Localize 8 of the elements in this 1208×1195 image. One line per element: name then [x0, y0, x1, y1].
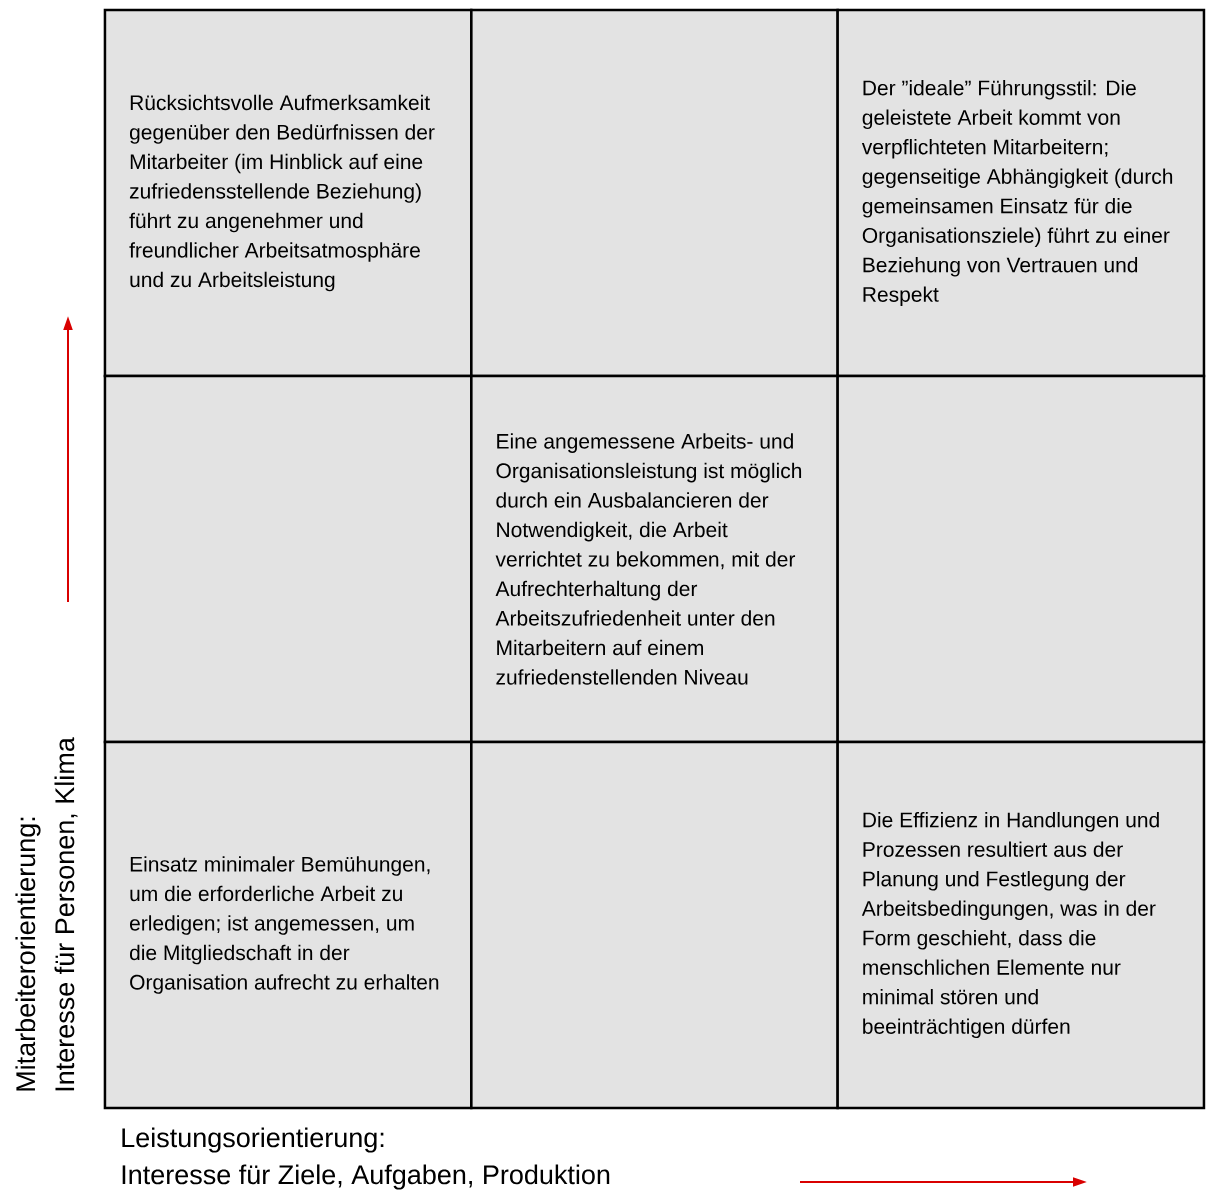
- text-cell: Rücksichtsvolle Aufmerksamkeit gegenüber den Bedürfnissen der Mitarbeiter (im Hinblick auf eine zufriedensstellende Beziehung) führt zu angenehmer und freundlicher Arbeitsatmosphäre und zu Arbeitsleistung: [103, 8, 473, 378]
- text-cell: Der ”ideale” Führungsstil: Die geleistete Arbeit kommt von verpflichteten Mitarbeitern; gegenseitige Abhängigkeit (durch gemeinsamen Einsatz für die Organisationsziele) führt zu einer Beziehung von Vertrauen und Respekt: [836, 8, 1206, 378]
- axis-label: Interesse für Personen, Klima: [54, 737, 78, 1091]
- axis-label: Interesse für Ziele, Aufgaben, Produktion: [122, 1164, 610, 1190]
- text-cell: Einsatz minimaler Bemühungen, um die erforderliche Arbeit zu erledigen; ist angemessen, um die Mitgliedschaft in der Organisation aufrecht zu erhalten: [103, 740, 473, 1110]
- text-cell: Eine angemessene Arbeits- und Organisationsleistung ist möglich durch ein Ausbalancieren der Notwendigkeit, die Arbeit verrichtet zu bekommen, mit der Aufrechterhaltung der Arbeitszufriedenheit unter den Mitarbeitern auf einem zufriedenstellenden Niveau: [470, 374, 839, 744]
- text-cell: Die Effizienz in Handlungen und Prozessen resultiert aus der Planung und Festlegung der Arbeitsbedingungen, was in der Form geschieht, dass die menschlichen Elemente nur minimal stören und beeinträchtigen dürfen: [836, 740, 1206, 1110]
- axis-label: Mitarbeiterorientierung:: [15, 817, 41, 1091]
